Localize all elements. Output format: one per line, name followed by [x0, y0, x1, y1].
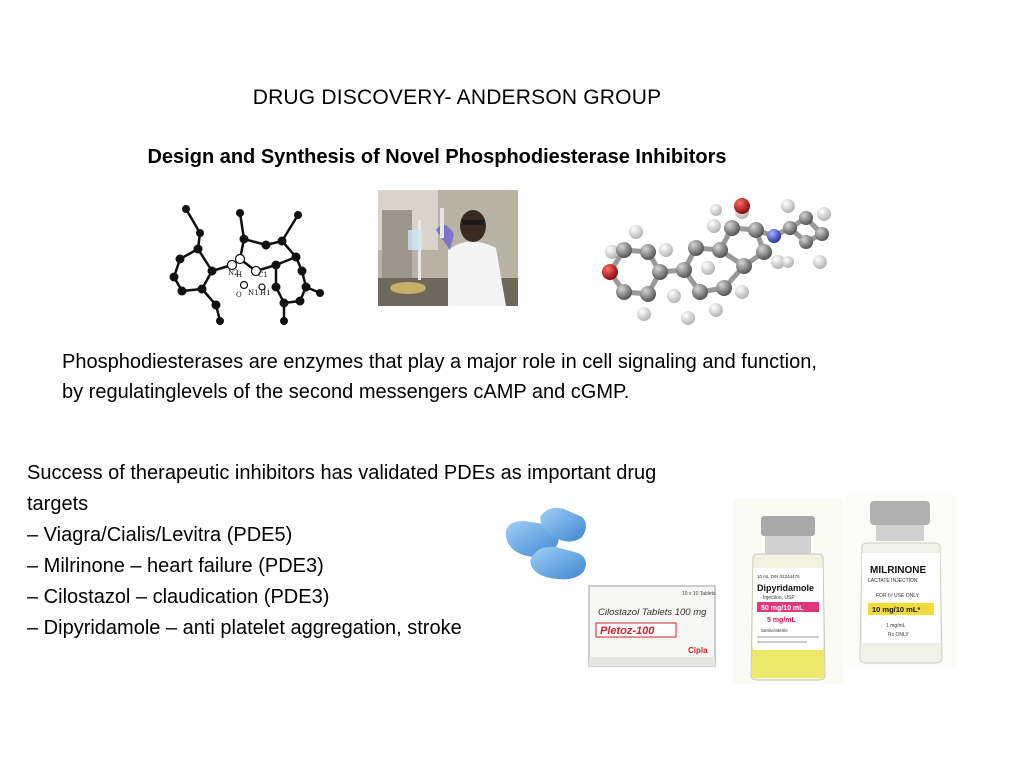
- vial1-dose2: 5 mg/mL: [767, 617, 797, 624]
- vial1-name: Dipyridamole: [757, 583, 814, 593]
- atom-label-n2: N2: [228, 269, 239, 277]
- vial1-top: 10 mL DIN 02244475: [757, 574, 800, 579]
- blue-pills-image: [505, 508, 586, 580]
- box-pack-count: 10 x 10 Tablets: [682, 591, 716, 597]
- list-item: – Cilostazol – claudication (PDE3): [27, 586, 330, 608]
- vial1-sub: Injection, USP: [763, 595, 795, 601]
- success-list: Success of therapeutic inhibitors has va…: [27, 458, 787, 644]
- description-line-1: Phosphodiesterases are enzymes that play…: [62, 351, 817, 373]
- list-item: – Milrinone – heart failure (PDE3): [27, 555, 324, 577]
- list-item: – Viagra/Cialis/Levitra (PDE5): [27, 524, 293, 546]
- atom-label-c1: C1: [258, 271, 268, 279]
- vial2-sub: LACTATE INJECTION: [868, 578, 918, 584]
- vial2-note: FOR IV USE ONLY: [876, 593, 920, 599]
- vial2-small: 1 mg/mL: [886, 623, 906, 629]
- vial1-note: Sterile/Stérile: [761, 628, 788, 633]
- atom-label-n1: N1: [248, 289, 259, 297]
- vial2-dose: 10 mg/10 mL*: [872, 605, 920, 614]
- list-item: – Dipyridamole – anti platelet aggregati…: [27, 617, 462, 639]
- page-title: DRUG DISCOVERY- ANDERSON GROUP: [252, 86, 662, 109]
- lab-photo: [378, 190, 518, 306]
- crystal-structure-image: N2 C1 H N1 H1 O: [169, 205, 324, 325]
- box-brand: Pletoz-100: [600, 625, 655, 637]
- box-drug-name: Cilostazol Tablets 100 mg: [598, 607, 707, 618]
- steroid-molecule-image: [602, 198, 831, 325]
- milrinone-vial-image: MILRINONE LACTATE INJECTION FOR IV USE O…: [846, 495, 956, 667]
- atom-label-h: H: [236, 271, 242, 279]
- box-maker: Cipla: [688, 646, 708, 655]
- page-subtitle: Design and Synthesis of Novel Phosphodie…: [147, 146, 727, 168]
- atom-label-o: O: [236, 291, 242, 299]
- atom-label-h1: H1: [260, 289, 271, 297]
- vial1-dose1: 50 mg/10 mL: [761, 605, 804, 612]
- pde-description: Phosphodiesterases are enzymes that play…: [62, 347, 982, 407]
- success-intro-line-2: targets: [27, 493, 89, 515]
- success-intro-line-1: Success of therapeutic inhibitors has va…: [27, 462, 657, 484]
- vial2-rx: Rx ONLY: [888, 632, 909, 638]
- dipyridamole-vial-image: 10 mL DIN 02244475 Dipyridamole Injectio…: [733, 498, 843, 684]
- cilostazol-box-image: 10 x 10 Tablets Cilostazol Tablets 100 m…: [588, 585, 716, 667]
- vial2-name: MILRINONE: [870, 565, 926, 576]
- description-line-2: by regulatinglevels of the second messen…: [62, 381, 630, 403]
